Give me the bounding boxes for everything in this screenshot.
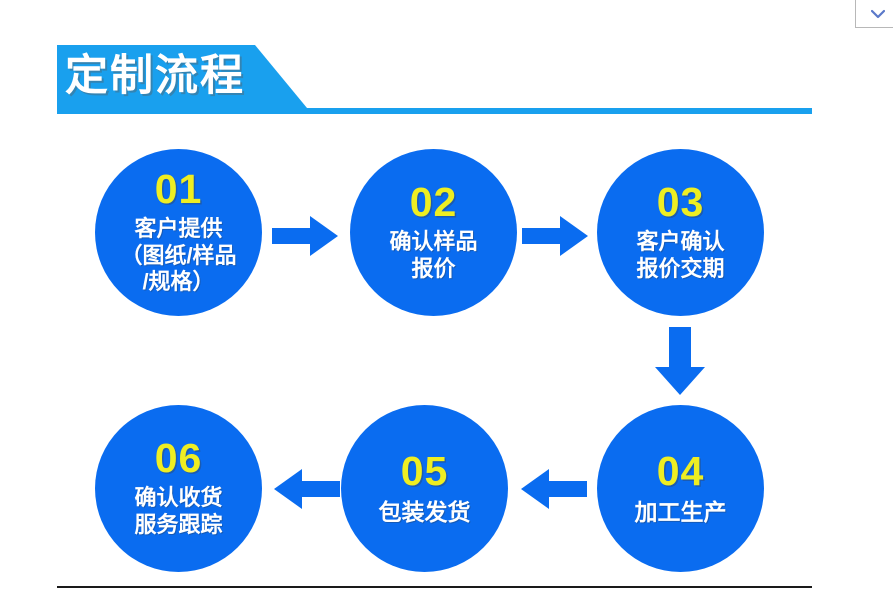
step-label-line: 确认收货 — [134, 485, 223, 511]
step-label-line: 报价交期 — [636, 256, 725, 281]
title-banner: 定制流程 — [57, 45, 307, 108]
step-label-line: （图纸/样品 — [120, 242, 237, 268]
title-underline — [57, 108, 812, 114]
arrow-step4-to-step5-icon — [521, 469, 587, 509]
page-title: 定制流程 — [65, 52, 245, 100]
step-number-01: 01 — [154, 165, 203, 212]
step-label-06: 确认收货 服务跟踪 — [134, 485, 222, 539]
arrow-step2-to-step3-icon — [522, 216, 588, 256]
step-label-01: 客户提供 （图纸/样品 /规格） — [120, 216, 236, 296]
flow-step-03[interactable]: 03 客户确认 报价交期 — [597, 149, 764, 316]
step-number-05: 05 — [400, 447, 449, 494]
flow-step-04[interactable]: 04 加工生产 — [597, 405, 764, 572]
step-label-line: 客户提供 — [134, 215, 223, 241]
arrow-step1-to-step2-icon — [272, 216, 338, 256]
arrow-step3-to-step4-icon — [655, 327, 705, 395]
arrow-step5-to-step6-icon — [274, 469, 340, 509]
flow-step-02[interactable]: 02 确认样品 报价 — [350, 149, 517, 316]
flow-step-06[interactable]: 06 确认收货 服务跟踪 — [95, 405, 262, 572]
step-number-03: 03 — [656, 179, 705, 226]
step-label-05: 包装发货 — [379, 498, 471, 526]
step-label-line: 服务跟踪 — [134, 512, 223, 537]
step-label-02: 确认样品 报价 — [389, 229, 477, 283]
step-number-02: 02 — [409, 179, 458, 226]
chevron-down-icon[interactable] — [871, 8, 885, 20]
step-label-line: 加工生产 — [634, 498, 727, 525]
step-number-04: 04 — [656, 447, 705, 494]
step-label-line: /规格） — [142, 269, 215, 295]
step-label-line: 报价 — [411, 256, 456, 281]
flow-step-01[interactable]: 01 客户提供 （图纸/样品 /规格） — [95, 149, 262, 316]
footer-divider — [57, 586, 812, 588]
step-label-line: 包装发货 — [378, 498, 471, 525]
step-label-04: 加工生产 — [635, 498, 727, 526]
step-label-line: 确认样品 — [389, 229, 478, 255]
flow-step-05[interactable]: 05 包装发货 — [341, 405, 508, 572]
step-label-03: 客户确认 报价交期 — [636, 229, 724, 283]
step-label-line: 客户确认 — [636, 229, 725, 255]
step-number-06: 06 — [154, 435, 203, 482]
